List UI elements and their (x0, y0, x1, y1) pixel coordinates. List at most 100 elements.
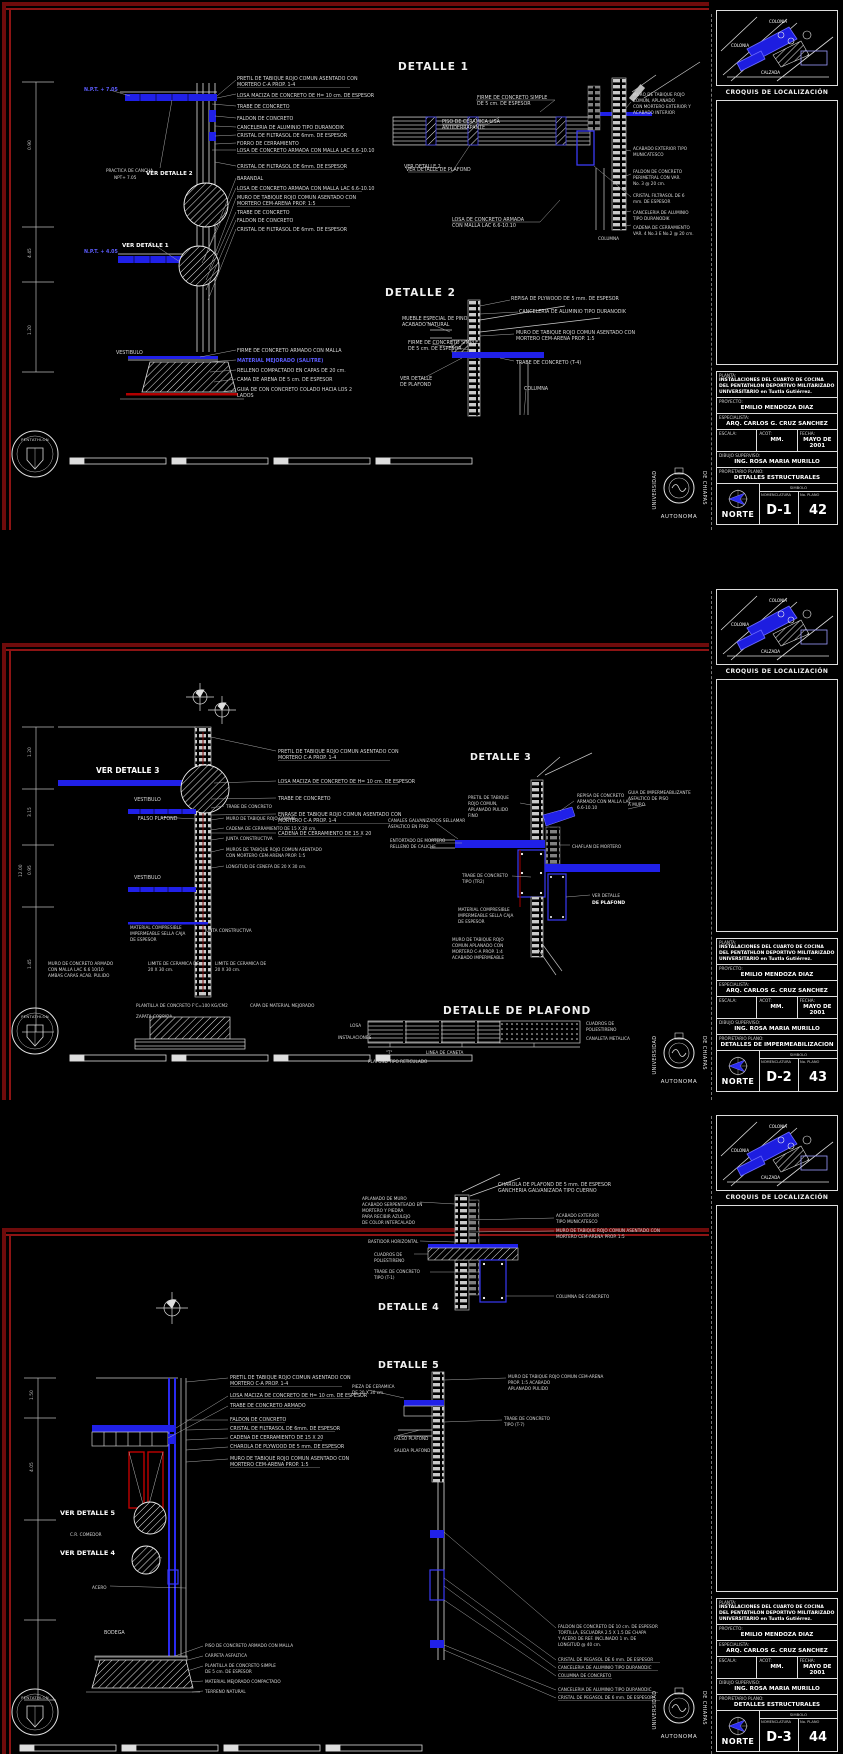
annotation: Y ACERO DE REF. INCLINADO 1 m. DE (557, 1636, 637, 1641)
noplano-cell: No. PLANO 42 (799, 492, 837, 524)
dimension-lines (22, 726, 54, 1033)
area-label: PRACTICA DE CANCHA (106, 168, 153, 173)
annotation: FALDON DE CONCRETO (237, 116, 293, 122)
annotation: CAPA DE MATERIAL MEJORADO (250, 1003, 315, 1008)
annotation: TRABE DE CONCRETO (461, 873, 509, 878)
planta-line3: UNIVERSITARIO en Tuxtla Gutiérrez. (719, 390, 812, 395)
annotation: CRISTAL DE FILTRASOL DE 6mm. DE ESPESOR (237, 164, 348, 170)
croquis-building (736, 629, 766, 651)
annotation: MUROS DE TABIQUE ROJO COMUN ASENTADO (226, 847, 323, 852)
red-frame-top-inner (2, 649, 709, 651)
annotation: TRABE DE CONCRETO (236, 210, 290, 216)
annotation: DE 5 cm. DE ESPESOR (205, 1669, 252, 1674)
annotation: FIRME DE CONCRETO ARMADO CON MALLA (237, 348, 342, 354)
annotation: DE 5 cm. DE ESPESOR (477, 101, 531, 107)
annotation: TERRENO NATURAL (204, 1689, 246, 1694)
sheet-number: 43 (808, 1070, 828, 1085)
red-frame-left-inner (9, 649, 11, 1100)
leader-lines (109, 1377, 229, 1693)
nomenclatura-cell: NOMENCLATURA D-1 (760, 492, 799, 524)
dibujo-label: DIBUJO SUPERVISO: (719, 1680, 761, 1685)
title-column: COLONIA COLONIA CALZADA CROQUIS DE LOCAL… (716, 589, 838, 1092)
sheet-code: D-1 (766, 503, 792, 518)
annotation: BARANDAL (237, 176, 263, 182)
level-label: NPT+ 7.05 (114, 175, 137, 180)
fecha-value: MAYO DE 2001 (803, 1004, 832, 1016)
croquis-label: CALZADA (761, 70, 780, 75)
autonoma-label: AUTONOMA (661, 1734, 698, 1740)
annotation: VER DETALLE DE PLAFOND (406, 167, 471, 173)
acot-value: MM. (770, 1004, 784, 1010)
detail-callout-3 (180, 764, 230, 814)
sheet-number: 44 (808, 1730, 828, 1745)
sheet-id-row: NORTE SIMBOLO NOMENCLATURA D-3 No. PLANO… (717, 1711, 837, 1751)
croquis-map: COLONIA COLONIA CALZADA (720, 16, 834, 82)
acot-value: MM. (770, 437, 784, 443)
sheet-number: 42 (808, 503, 828, 518)
croquis-box: COLONIA COLONIA CALZADA (716, 589, 838, 665)
detail-1-leaders (408, 99, 632, 227)
annotation: MORTERO C-A PROP. 1-4 (237, 82, 295, 88)
room-label: VESTIBULO (134, 875, 161, 881)
croquis-map: COLONIA COLONIA CALZADA (720, 595, 834, 661)
dim-label: 0.90 (27, 140, 33, 150)
plano-row: PROPIETARIO PLANO: DETALLES ESTRUCTURALE… (717, 468, 837, 484)
annotation: POLIESTIRENO (586, 1027, 617, 1032)
annotation: TRABE DE CONCRETO ARMADO (229, 1403, 306, 1409)
blue-slab (92, 1425, 176, 1432)
annotation: COLUMNA (598, 236, 619, 241)
annotation: MURO DE TABIQUE ROJO COMUN (226, 816, 295, 821)
annotation: MURO DE TABIQUE ROJO COMUN ASENTADO CON (516, 330, 636, 336)
annotation: CUADROS DE (374, 1252, 402, 1257)
ver-detalle-3: VER DETALLE 3 (96, 766, 160, 775)
annotation: VER DETALLE (592, 893, 620, 898)
proyecto-label: PROYECTO: (719, 1626, 743, 1631)
annotation: ACABADO SERPENTEADO EN (362, 1202, 422, 1207)
annotation: CON MALLA LAC 6.6 10/10 (48, 967, 104, 972)
annotation: 20 X 30 cm. (215, 967, 240, 972)
dim-label: 1.20 (27, 325, 33, 335)
annotation: PROP. 1:5 ACABADO (508, 1380, 551, 1385)
annotation: LIMITE DE CERAMICA DE (148, 961, 200, 966)
annotation: LONGITUD DE CENEFA DE 20 X 30 cm. (226, 864, 306, 869)
simbolo-header: SIMBOLO (760, 1051, 837, 1059)
proyecto-label: PROYECTO: (719, 399, 743, 404)
croquis-box: COLONIA COLONIA CALZADA (716, 10, 838, 86)
scale-bars (69, 1054, 473, 1062)
noplano-cell: No. PLANO 44 (799, 1719, 837, 1751)
annotation: MORTERO CEM-ARENA PROP. 1:5 (556, 1234, 625, 1239)
wall-white-lines (180, 1378, 187, 1656)
dibujo-label: DIBUJO SUPERVISO: (719, 1020, 761, 1025)
annotation: MURO DE TABIQUE ROJO COMUN ASENTADO CON (237, 195, 357, 201)
escala-label: ESCALA: (719, 998, 737, 1003)
annotation: DE ESPESOR (458, 919, 485, 924)
dim-label: 3.15 (27, 807, 33, 817)
proyecto-row: PROYECTO: EMILIO MENDOZA DIAZ (717, 965, 837, 981)
annotation: VAR. 4 No.3 E No.2 @ 20 cm. (633, 231, 694, 236)
annotation: CADENA DE CERRAMIENTO (633, 225, 690, 230)
planta-line2: DEL PENTATHLON DEPORTIVO MILITARIZADO (719, 384, 835, 389)
croquis-title: CROQUIS DE LOCALIZACIÓN (725, 1194, 829, 1201)
column-separator (711, 591, 712, 1100)
annotation: PARA RECIBIR AZULEJO (362, 1214, 411, 1219)
unach-logo: UNIVERSIDAD DE CHIAPAS AUTONOMA (652, 1032, 707, 1085)
annotation: CANCELERIA DE ALUMINIO TIPO DURANODIC (558, 1687, 652, 1692)
axis-marker (156, 1292, 188, 1324)
annotation: CRISTAL DE PEGASOL DE 6 mm. DE ESPESOR (558, 1657, 653, 1662)
pentathlon-logo: PENTATHLON (11, 430, 59, 478)
ver-detalle-1: VER DETALLE 1 (122, 243, 169, 249)
planta-line3: UNIVERSITARIO en Tuxtla Gutiérrez. (719, 957, 812, 962)
especialista-row: ESPECIALISTA: ARQ. CARLOS G. CRUZ SANCHE… (717, 1641, 837, 1657)
annotation: FALDON DE CONCRETO (237, 218, 293, 224)
planta-line1: INSTALACIONES DEL CUARTO DE COCINA (719, 945, 824, 950)
annotation: LOSA MACIZA DE CONCRETO DE H= 10 cm. DE … (278, 779, 416, 785)
annotation: DE COLOR INTERCALADO (362, 1220, 416, 1225)
annotation: ARMADO CON MALLA LAC (577, 799, 631, 804)
notes-box (716, 1205, 838, 1592)
annotation: FIRME DE CONCRETO SIMPLE (408, 340, 478, 346)
planta-label: PLANTA: (719, 940, 737, 945)
slab-ticks (139, 809, 183, 892)
plano-row: PROPIETARIO PLANO: DETALLES ESTRUCTURALE… (717, 1695, 837, 1711)
chiapas-label: DE CHIAPAS (701, 1036, 707, 1070)
dibujo-row: DIBUJO SUPERVISO: ING. ROSA MARIA MURILL… (717, 452, 837, 468)
